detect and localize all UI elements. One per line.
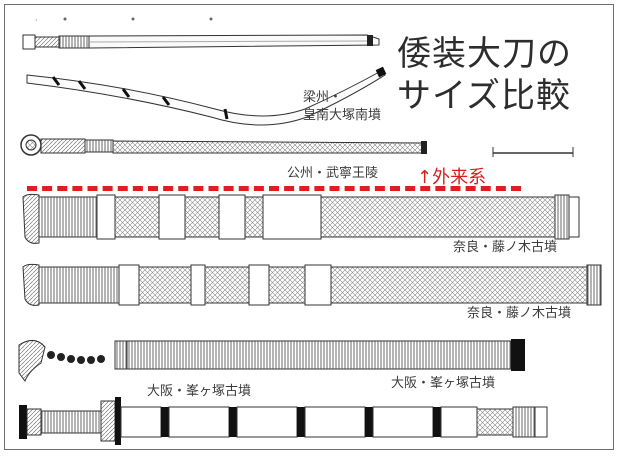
label-sword-3: 公州・武寧王陵 [287,166,379,181]
label-sword-2: 梁州・ 皇南大塚南墳 [303,90,382,123]
svg-text:·: · [35,16,38,25]
sword-1-drawing: · [22,16,380,50]
scale-bar-icon [492,147,574,157]
sword-3-drawing [20,134,574,157]
figure-title: 倭装大刀の サイズ比較 [397,34,572,116]
foreign-divider-line [27,186,521,191]
label-sword-7: 大阪・峯ヶ塚古墳 [147,384,252,399]
sword-4-drawing [22,193,580,244]
label-sword-4: 奈良・藤ノ木古墳 [453,240,558,255]
sword-5-drawing [22,263,602,306]
sword-6-drawing [18,339,525,383]
figure-frame: · [4,4,614,450]
label-sword-5: 奈良・藤ノ木古墳 [467,306,572,321]
sword-7-drawing [19,397,548,445]
foreign-type-marker: ↑外来系 [417,167,487,188]
label-sword-6: 大阪・峯ヶ塚古墳 [391,376,496,391]
sword-2-drawing [26,66,387,126]
sword-drawings: · [18,16,602,445]
